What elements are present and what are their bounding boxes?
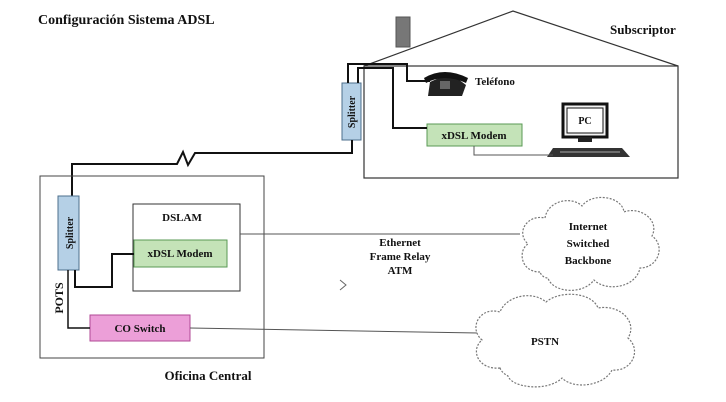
splitter-to-switch-line [67,270,90,329]
subscriber-label: Subscriptor [610,22,676,37]
dslam-box [132,203,241,292]
internet-cloud-label-2: Switched [567,238,610,250]
cursor-icon [339,279,347,291]
splitter-to-phone-line [347,63,430,83]
telephone-label: Teléfono [475,76,515,88]
splitter-to-modem-line [357,67,427,129]
internet-cloud-label-1: Internet [569,221,608,233]
dslam-label: DSLAM [162,212,202,224]
central-office-label: Oficina Central [164,368,251,383]
link-label-atm: ATM [388,265,413,277]
co-modem-label: xDSL Modem [147,248,212,260]
house-walls [363,65,679,179]
co-splitter-label: Splitter [65,216,76,249]
splitter-to-dslam-line [74,253,134,288]
internet-cloud [521,196,660,291]
pstn-cloud [475,293,635,388]
link-label-ethernet: Ethernet [379,237,421,249]
pc-icon [547,102,630,157]
subscriber-splitter-label: Splitter [347,95,358,128]
switch-to-pstn-line [189,327,479,334]
local-loop-line [71,140,353,198]
co-switch-label: CO Switch [114,323,165,335]
diagram-title: Configuración Sistema ADSL [38,13,215,28]
internet-cloud-label-3: Backbone [565,255,612,267]
co-xdsl-modem [133,239,228,268]
pots-label: POTS [52,282,66,314]
subscriber-modem-label: xDSL Modem [441,130,506,142]
pc-label: PC [578,116,591,127]
house-chimney [395,16,411,48]
central-office-box [39,175,265,359]
house-roof [363,10,679,67]
telephone-icon [424,72,468,96]
pstn-cloud-label: PSTN [531,336,559,348]
subscriber-house [363,10,679,179]
link-label-frame-relay: Frame Relay [370,251,431,263]
co-switch [89,314,191,342]
modem-to-pc-line [473,146,553,156]
